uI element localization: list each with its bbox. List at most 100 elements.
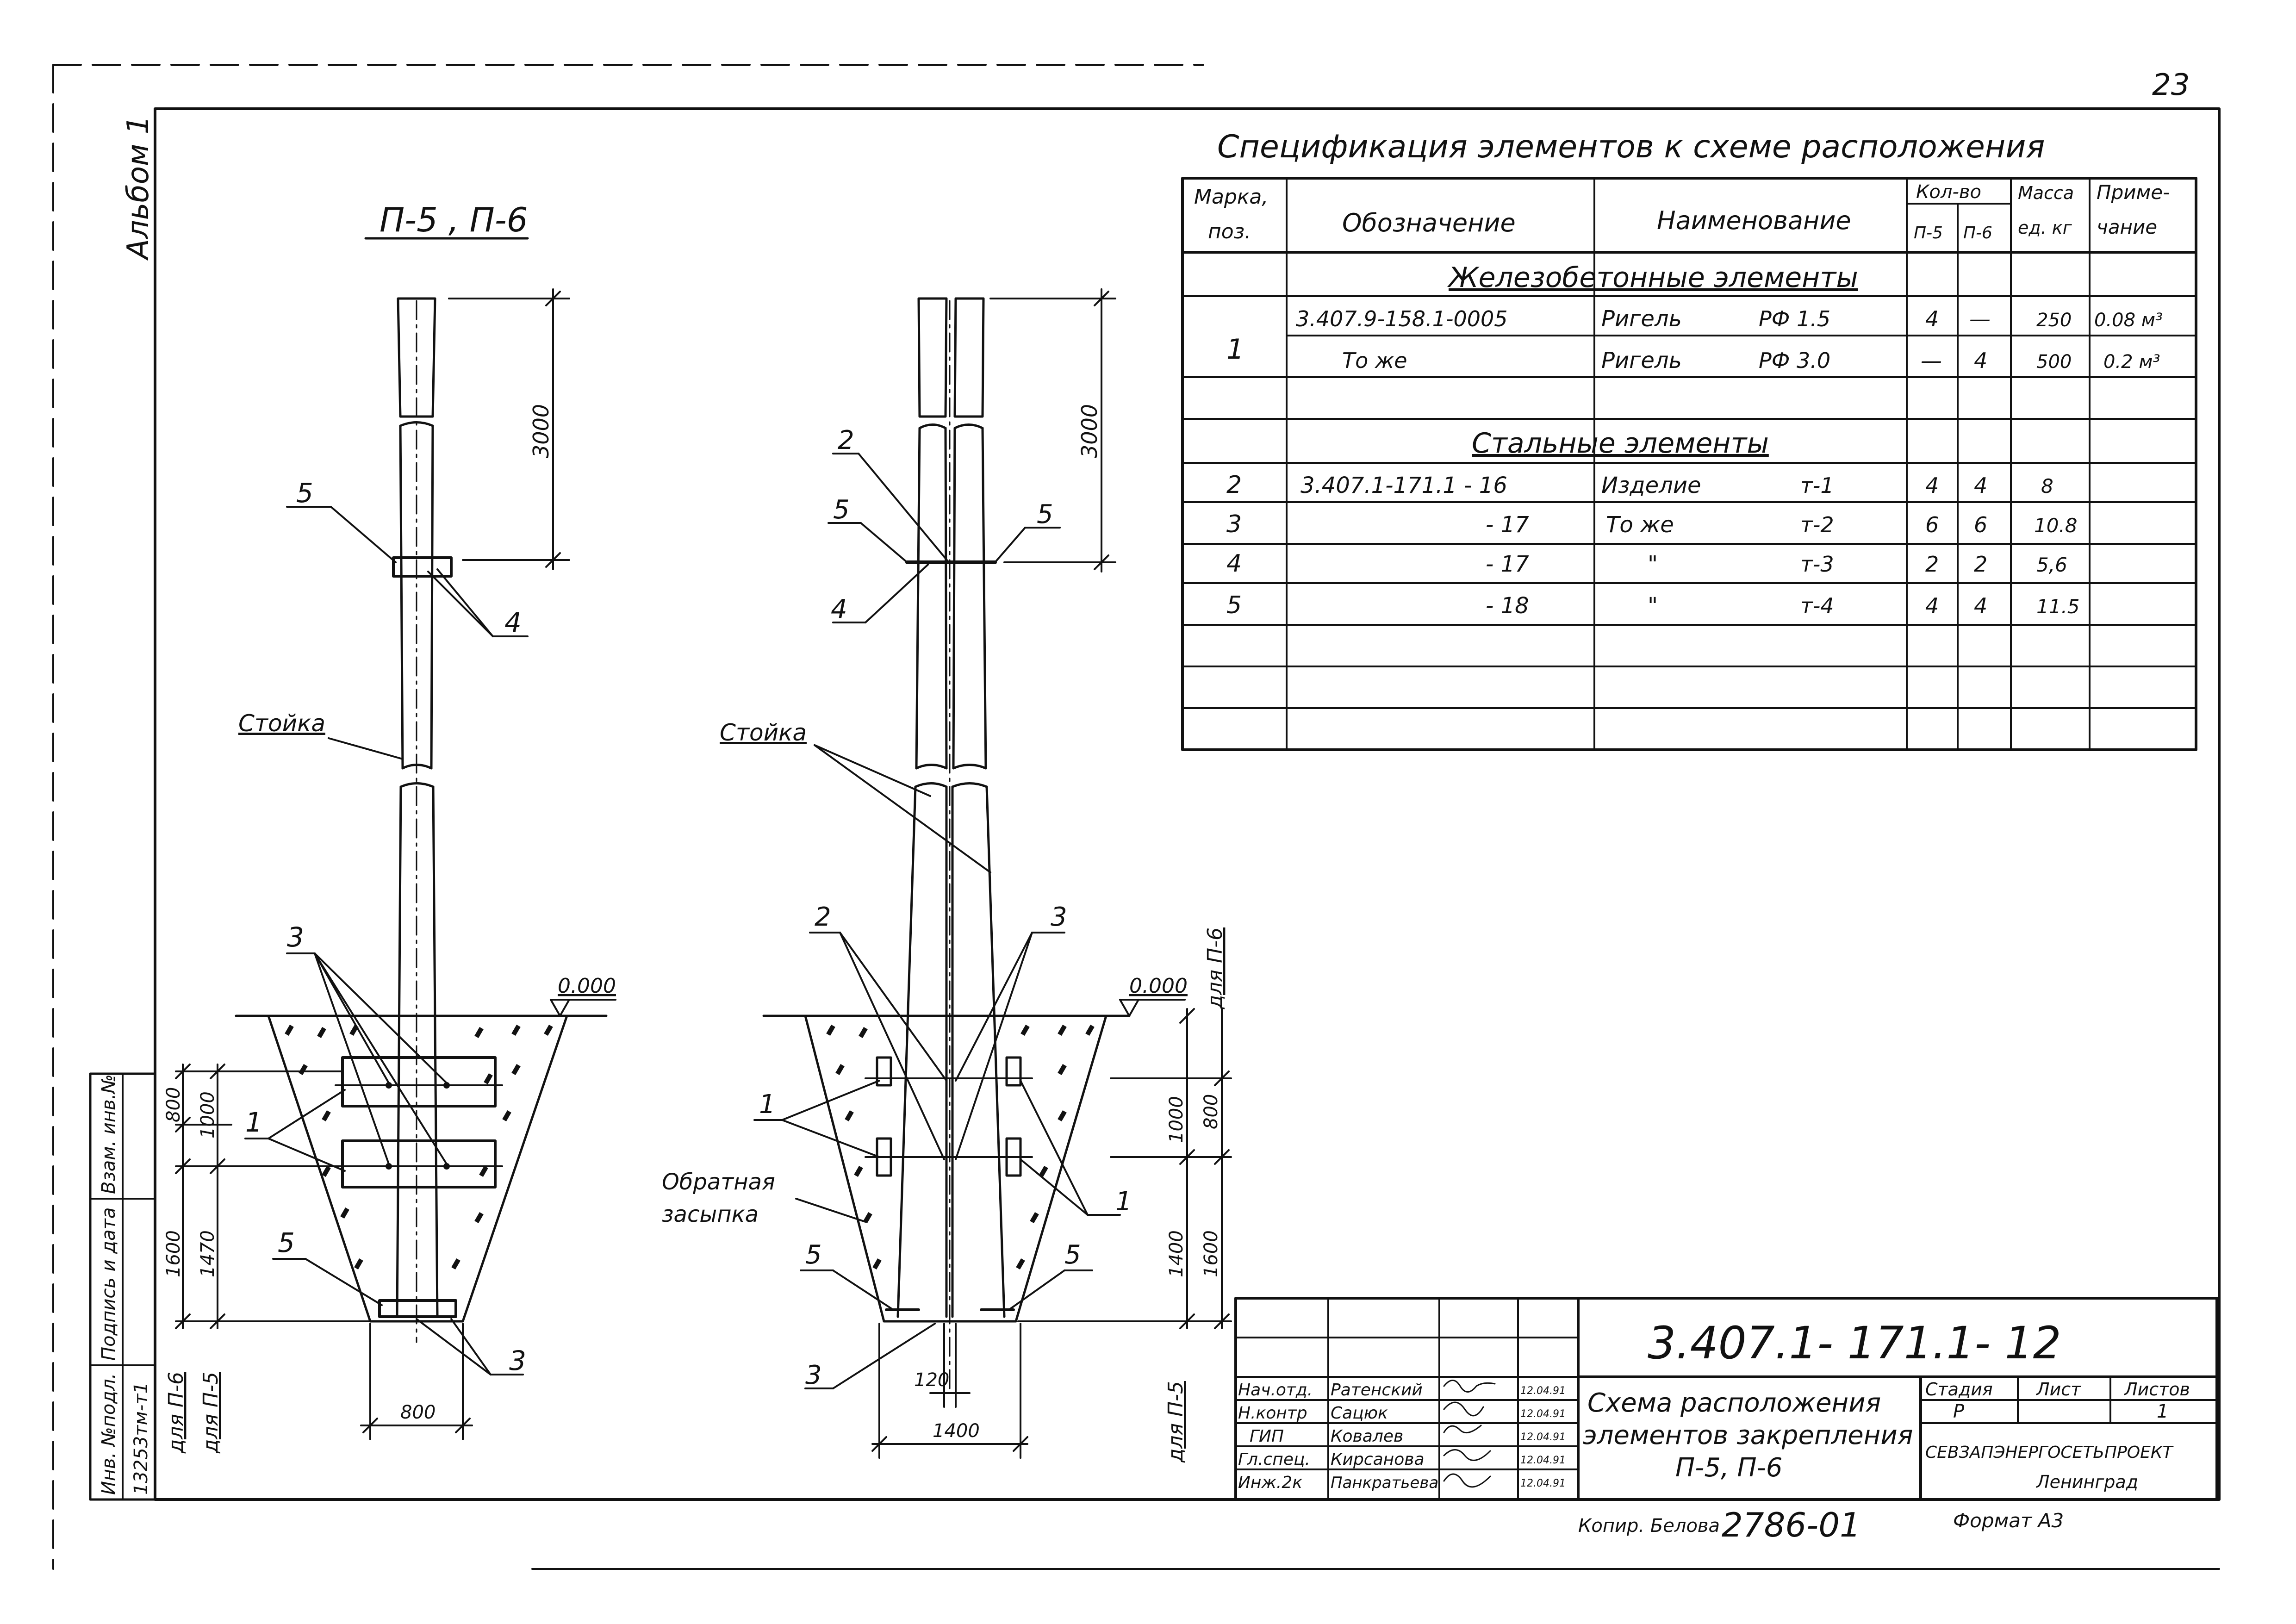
right-dim-1400: 1400 [1166,1230,1187,1277]
right-callout-5b: 5 [1037,499,1053,529]
row-name: " [1648,551,1658,577]
sheet-label: Лист [2035,1379,2082,1400]
row-mass: 10.8 [2034,514,2078,537]
spec-row: 4 - 17 " т-3 2 2 5,6 [1226,550,2067,578]
row-name: Изделие [1601,473,1701,498]
hdr-qty-p6: П-6 [1963,224,1992,243]
staff-role: Н.контр [1238,1404,1307,1423]
row-name: " [1648,593,1658,619]
strip-inv-orig: Инв. №подл. [98,1373,119,1495]
sheet-frame [52,64,2221,1570]
album-label: Альбом 1 [121,116,156,261]
staff-date: 12.04.91 [1520,1385,1566,1397]
row-mark: 5 [1226,591,1242,619]
copy-number: 2786-01 [1722,1506,1861,1544]
right-trench [762,1014,1131,1323]
left-callout-3a: 3 [287,921,304,953]
row-p5: 4 [1925,593,1939,618]
left-callout-4: 4 [504,607,522,638]
title-block: 3.407.1- 171.1- 12 Схема расположения эл… [1234,1297,2218,1501]
staff-role: Инж.2к [1238,1473,1302,1492]
hdr-note-1: Приме- [2097,181,2170,204]
right-callout-3a: 3 [1051,902,1067,932]
spec-row: 1 3.407.9-158.1-0005 Ригель РФ 1.5 4 — 2… [1226,306,2163,366]
row-type: т-2 [1800,512,1834,537]
left-ground-level: 0.000 [558,974,616,998]
row-name: Ригель [1601,348,1682,373]
row-designation: 3.407.1-171.1 - 16 [1300,473,1507,498]
hdr-qty-p5: П-5 [1914,224,1943,243]
left-trench [235,1014,608,1323]
hdr-qty: Кол-во [1916,181,1981,203]
row-p6: 2 [1974,552,1987,577]
row-p6: 6 [1974,512,1987,537]
spec-row: То же Ригель РФ 3.0 — 4 500 0.2 м³ [1342,348,2160,373]
row-designation: То же [1342,348,1407,373]
post-right [896,297,1006,1389]
left-post-label: Стойка [238,710,325,737]
row-p5: — [1921,348,1942,373]
strip-inv-number: 13253тм-т1 [131,1382,152,1495]
title-line-1: Схема расположения [1587,1388,1881,1418]
row-type: т-4 [1800,593,1834,618]
right-for-p6-top: для П-6 [1203,927,1227,1009]
right-post-label: Стойка [720,719,807,746]
row-mark: 1 [1226,333,1244,366]
staff-name: Ратенский [1331,1381,1423,1400]
page-number: 23 [2152,68,2190,102]
right-dim-800: 800 [1201,1094,1222,1129]
strip-sign-date: Подпись и дата [98,1207,119,1361]
row-type: т-3 [1800,552,1834,577]
left-soil-hatch [285,1024,553,1270]
staff-row: Н.контр Сацюк 12.04.91 [1238,1404,1566,1423]
section-concrete: Железобетонные элементы [1447,261,1858,294]
row-mass: 8 [2041,475,2053,498]
stage-label: Стадия [1925,1379,1993,1400]
right-callout-2b: 2 [815,902,831,932]
row-designation: - 17 [1486,551,1529,577]
sheets-value: 1 [2157,1401,2168,1422]
left-for-p6: для П-6 [164,1372,188,1454]
staff-role: Гл.спец. [1238,1450,1310,1469]
left-callout-5b: 5 [278,1227,295,1258]
right-dim-120: 120 [914,1369,949,1391]
left-callout-1: 1 [245,1107,262,1138]
right-soil-hatch [826,1024,1095,1270]
hdr-mark-2: поз. [1208,220,1251,243]
title-line-2: элементов закрепления [1583,1420,1913,1450]
doc-code: 3.407.1- 171.1- 12 [1648,1317,2061,1369]
left-dim-bottom: 800 [400,1402,436,1423]
strip-replace-inv: Взам. инв.№ [98,1074,119,1194]
left-view: П-5 , П-6 3000 [163,200,616,1454]
hdr-name: Наименование [1657,206,1851,235]
staff-date: 12.04.91 [1520,1455,1566,1466]
copied-by: Копир. Белова [1578,1515,1720,1537]
sheets-label: Листов [2123,1379,2190,1400]
right-callout-5d: 5 [1064,1240,1081,1270]
left-dim-3000: 3000 [529,404,554,458]
spec-table: Спецификация элементов к схеме расположе… [1181,129,2197,751]
row-designation: - 18 [1486,593,1529,619]
signatures [1443,1380,1496,1488]
staff-role: Нач.отд. [1238,1381,1313,1400]
row-mark: 3 [1226,510,1242,538]
post-left [396,297,439,1343]
row-mass: 5,6 [2036,554,2067,576]
right-dim-3000: 3000 [1077,404,1102,458]
left-for-p5: для П-5 [199,1372,223,1454]
staff-name: Сацюк [1331,1404,1388,1423]
right-callout-3b: 3 [805,1360,822,1390]
section-steel: Стальные элементы [1472,427,1769,460]
left-dim-1470: 1470 [197,1230,218,1277]
row-designation: - 17 [1486,512,1529,538]
staff-name: Кирсанова [1331,1450,1425,1469]
row-p6: 4 [1974,593,1987,618]
row-name: Ригель [1601,306,1682,332]
staff-name: Панкратьева [1331,1474,1438,1492]
right-crossbars [865,1056,1033,1177]
right-callout-2a: 2 [838,425,854,455]
row-type: РФ 1.5 [1759,306,1830,331]
org-city: Ленинград [2035,1472,2138,1492]
right-view: 3000 2 5 5 4 Стойка [662,288,1232,1463]
